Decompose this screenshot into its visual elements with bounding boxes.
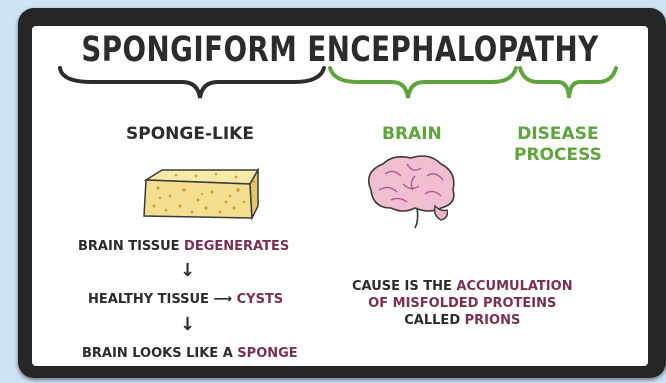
cause-prefix: CAUSE IS THE bbox=[352, 279, 456, 294]
brace-lines bbox=[32, 26, 648, 126]
degenerates-text: DEGENERATES bbox=[184, 239, 289, 254]
step3-text: BRAIN LOOKS LIKE A bbox=[82, 346, 237, 361]
cause-line-3: CALLED PRIONS bbox=[352, 312, 573, 329]
flow-step-3: BRAIN LOOKS LIKE A SPONGE bbox=[82, 346, 298, 361]
disease-line-2: PROCESS bbox=[514, 145, 602, 166]
cysts-text: CYSTS bbox=[237, 292, 284, 307]
flow-step-1: BRAIN TISSUE DEGENERATES bbox=[78, 239, 289, 254]
accumulation-text: ACCUMULATION bbox=[456, 279, 572, 294]
sponge-like-label: SPONGE-LIKE bbox=[126, 124, 254, 144]
step2-text: HEALTHY TISSUE bbox=[88, 292, 213, 307]
disease-line-1: DISEASE bbox=[514, 124, 602, 145]
down-arrow-icon: ↓ bbox=[180, 314, 195, 335]
step1-text: BRAIN TISSUE bbox=[78, 239, 184, 254]
disease-process-label: DISEASE PROCESS bbox=[514, 124, 602, 166]
cause-text-block: CAUSE IS THE ACCUMULATION OF MISFOLDED P… bbox=[352, 278, 573, 329]
called-text: CALLED bbox=[404, 313, 464, 328]
sponge-illustration bbox=[140, 166, 260, 222]
flow-step-2: HEALTHY TISSUE ⟶ CYSTS bbox=[88, 292, 283, 307]
right-arrow-icon: ⟶ bbox=[213, 292, 232, 307]
down-arrow-icon: ↓ bbox=[180, 260, 195, 281]
cause-line-1: CAUSE IS THE ACCUMULATION bbox=[352, 278, 573, 295]
sponge-text: SPONGE bbox=[237, 346, 297, 361]
prions-text: PRIONS bbox=[465, 313, 521, 328]
whiteboard: SPONGIFORM ENCEPHALOPATHY SPONGE-LIKE BR… bbox=[32, 26, 648, 366]
cause-line-2: OF MISFOLDED PROTEINS bbox=[352, 295, 573, 312]
brain-label: BRAIN bbox=[382, 124, 442, 144]
brain-illustration bbox=[357, 150, 461, 232]
